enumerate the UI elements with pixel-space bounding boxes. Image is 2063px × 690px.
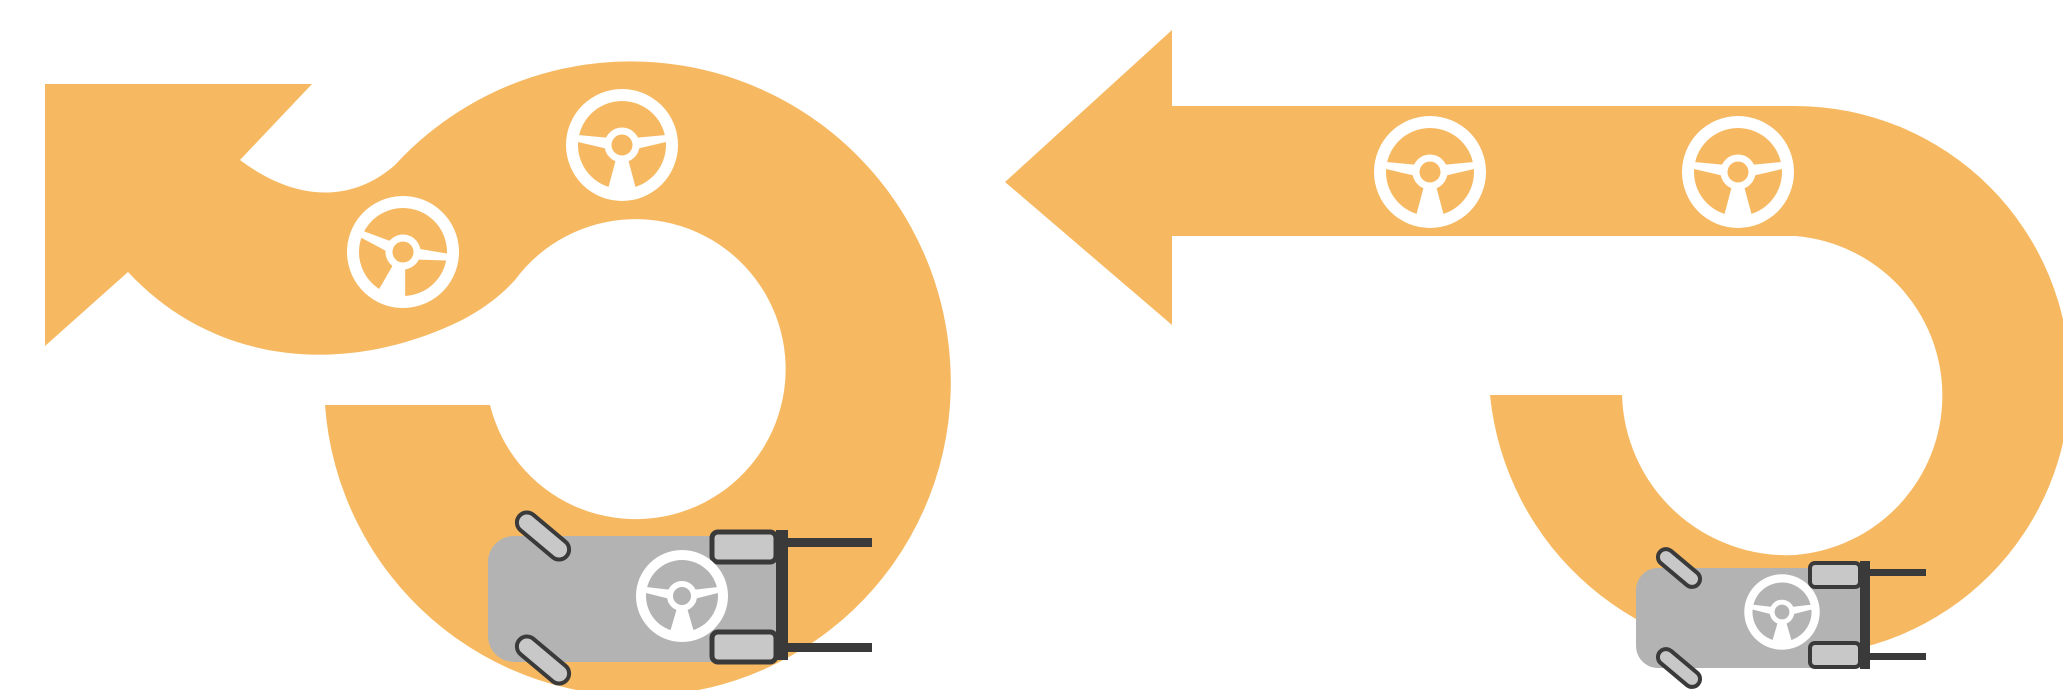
steering-wheel-icon (1744, 574, 1819, 649)
forklift-icon (1636, 547, 1926, 689)
right-panel (1005, 30, 2063, 689)
u-turn-path (1005, 30, 2063, 657)
left-panel (45, 61, 951, 690)
steering-wheel-icon (566, 89, 678, 201)
steering-wheel-icon (1682, 116, 1794, 228)
steering-wheel-icon (1374, 116, 1486, 228)
forklift-icon (488, 510, 872, 686)
steering-wheel-icon (636, 550, 728, 642)
